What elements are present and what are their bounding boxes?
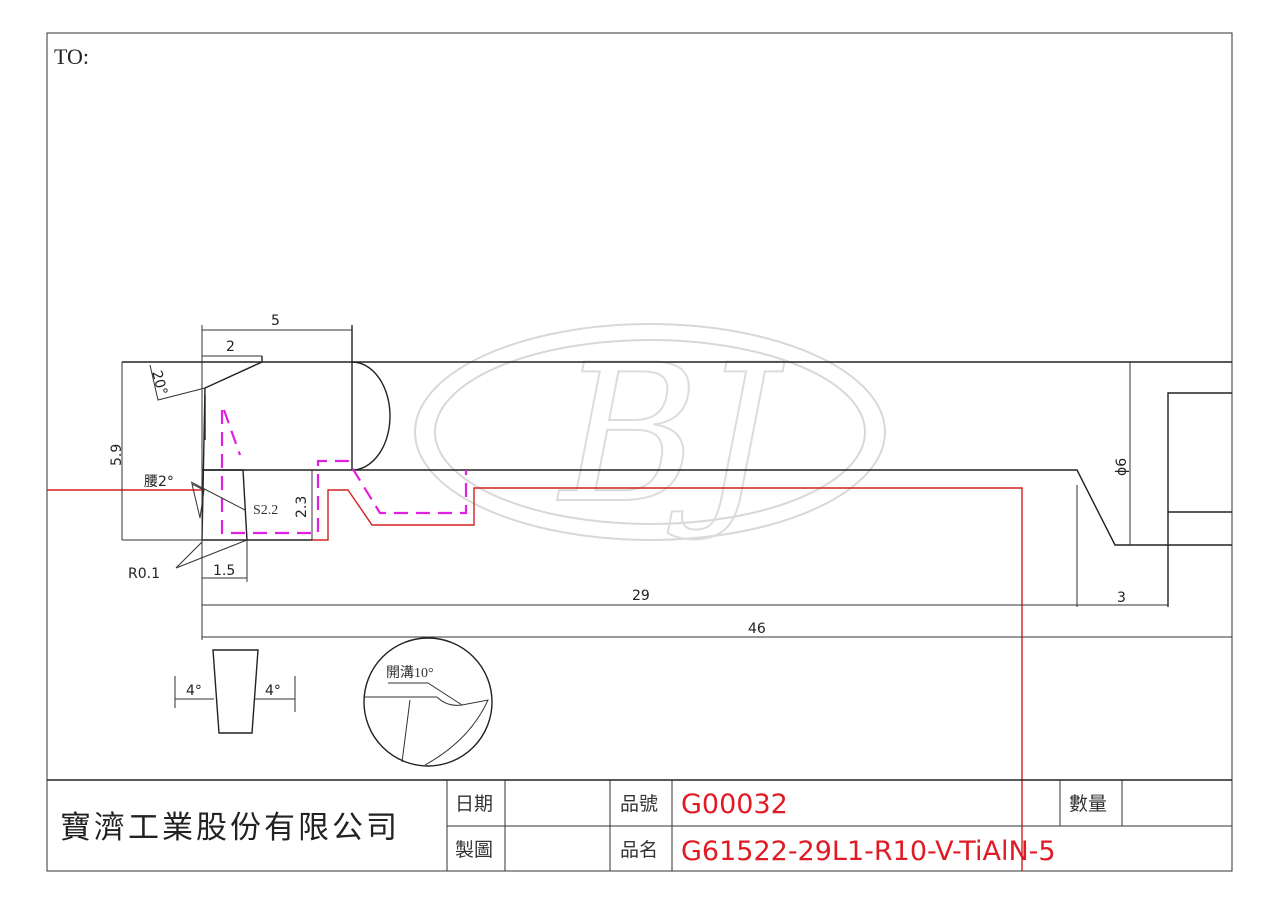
dim-relief-left: 4° bbox=[186, 683, 202, 699]
dimensions: 5 2 20° 5.9 2.3 S2.2 腰2° R0.1 1.5 29 3 4… bbox=[109, 313, 1232, 640]
dim-overall-length: 46 bbox=[748, 621, 766, 637]
dim-height: 5.9 bbox=[109, 444, 125, 466]
part-name-value: G61522-29L1-R10-V-TiAlN-5 bbox=[681, 836, 1056, 867]
drawn-by-label: 製圖 bbox=[455, 839, 493, 861]
tool-outline bbox=[122, 325, 1232, 607]
dim-shank-diameter: ϕ6 bbox=[1114, 458, 1130, 476]
dim-relief-right: 4° bbox=[265, 683, 281, 699]
dim-corner-radius: R0.1 bbox=[128, 566, 160, 582]
dim-taper-length: 3 bbox=[1117, 590, 1126, 606]
part-name-label: 品名 bbox=[620, 839, 658, 861]
company-name: 寶濟工業股份有限公司 bbox=[60, 810, 400, 846]
dim-waist-angle: 腰2° bbox=[144, 474, 174, 490]
dim-groove-angle: 開溝10° bbox=[386, 665, 434, 681]
sheet-border bbox=[46, 32, 1233, 872]
end-view: 4° 4° bbox=[174, 649, 296, 734]
to-label: TO: bbox=[54, 44, 89, 69]
quantity-label: 數量 bbox=[1069, 793, 1107, 815]
part-no-label: 品號 bbox=[620, 793, 658, 815]
dim-side-angle: S2.2 bbox=[253, 503, 278, 518]
dim-tip-width: 1.5 bbox=[213, 563, 235, 579]
dim-head-width: 5 bbox=[271, 313, 280, 329]
dim-chamfer-length: 2 bbox=[226, 339, 235, 355]
title-block: 寶濟工業股份有限公司 日期 製圖 品號 G00032 品名 G61522-29L… bbox=[47, 779, 1232, 871]
date-label: 日期 bbox=[455, 793, 493, 815]
watermark-text: BJ bbox=[557, 324, 785, 545]
dim-body-length: 29 bbox=[632, 588, 650, 604]
groove-detail: 開溝10° bbox=[363, 637, 493, 767]
watermark-logo: BJ bbox=[414, 323, 886, 546]
red-profile-line bbox=[47, 487, 1023, 871]
dim-chamfer-angle: 20° bbox=[148, 369, 170, 397]
dim-neck-height: 2.3 bbox=[294, 496, 310, 518]
magenta-dashed-profile bbox=[220, 409, 468, 535]
part-no-value: G00032 bbox=[681, 789, 788, 820]
